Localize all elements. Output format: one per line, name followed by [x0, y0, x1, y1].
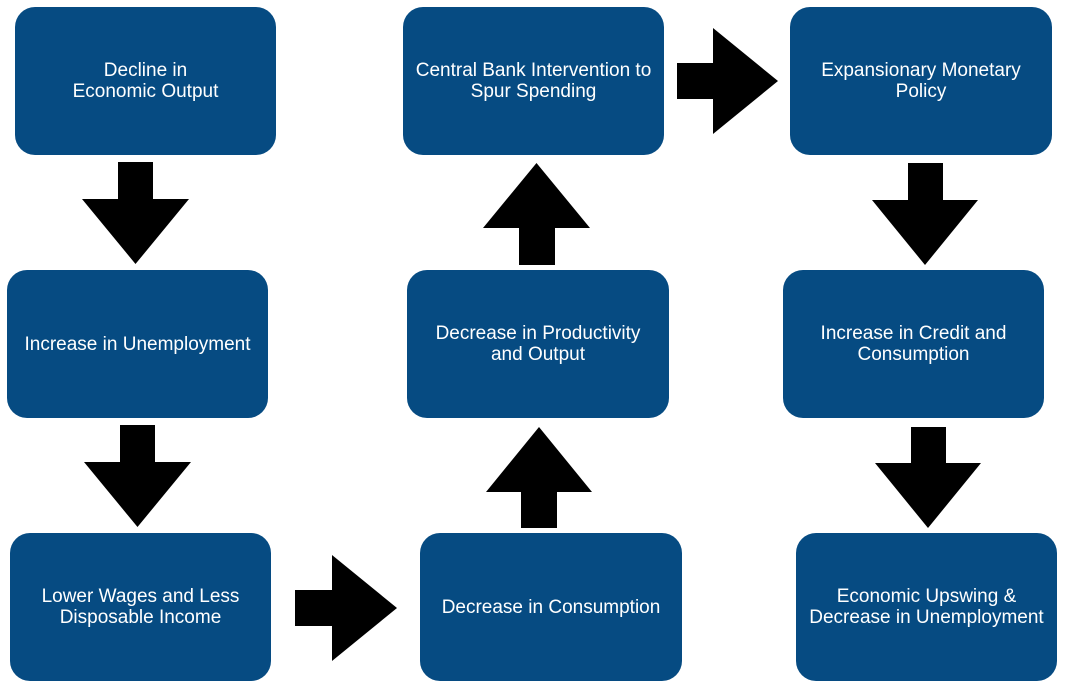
- node-lower-wages: Lower Wages and Less Disposable Income: [10, 533, 271, 681]
- arrow-down-icon: [84, 425, 191, 527]
- node-increase-in-credit: Increase in Credit and Consumption: [783, 270, 1044, 418]
- node-central-bank-intervention: Central Bank Intervention to Spur Spendi…: [403, 7, 664, 155]
- arrow-right-icon: [295, 555, 397, 661]
- node-decline-in-economic-output: Decline in Economic Output: [15, 7, 276, 155]
- arrow-right-icon: [677, 28, 778, 134]
- arrow-up-icon: [483, 163, 590, 265]
- node-expansionary-monetary-policy: Expansionary Monetary Policy: [790, 7, 1052, 155]
- arrow-down-icon: [872, 163, 978, 265]
- node-increase-in-unemployment: Increase in Unemployment: [7, 270, 268, 418]
- arrow-down-icon: [82, 162, 189, 264]
- arrow-down-icon: [875, 427, 981, 528]
- node-economic-upswing: Economic Upswing & Decrease in Unemploym…: [796, 533, 1057, 681]
- arrow-up-icon: [486, 427, 592, 528]
- node-decrease-in-productivity: Decrease in Productivity and Output: [407, 270, 669, 418]
- node-decrease-in-consumption: Decrease in Consumption: [420, 533, 682, 681]
